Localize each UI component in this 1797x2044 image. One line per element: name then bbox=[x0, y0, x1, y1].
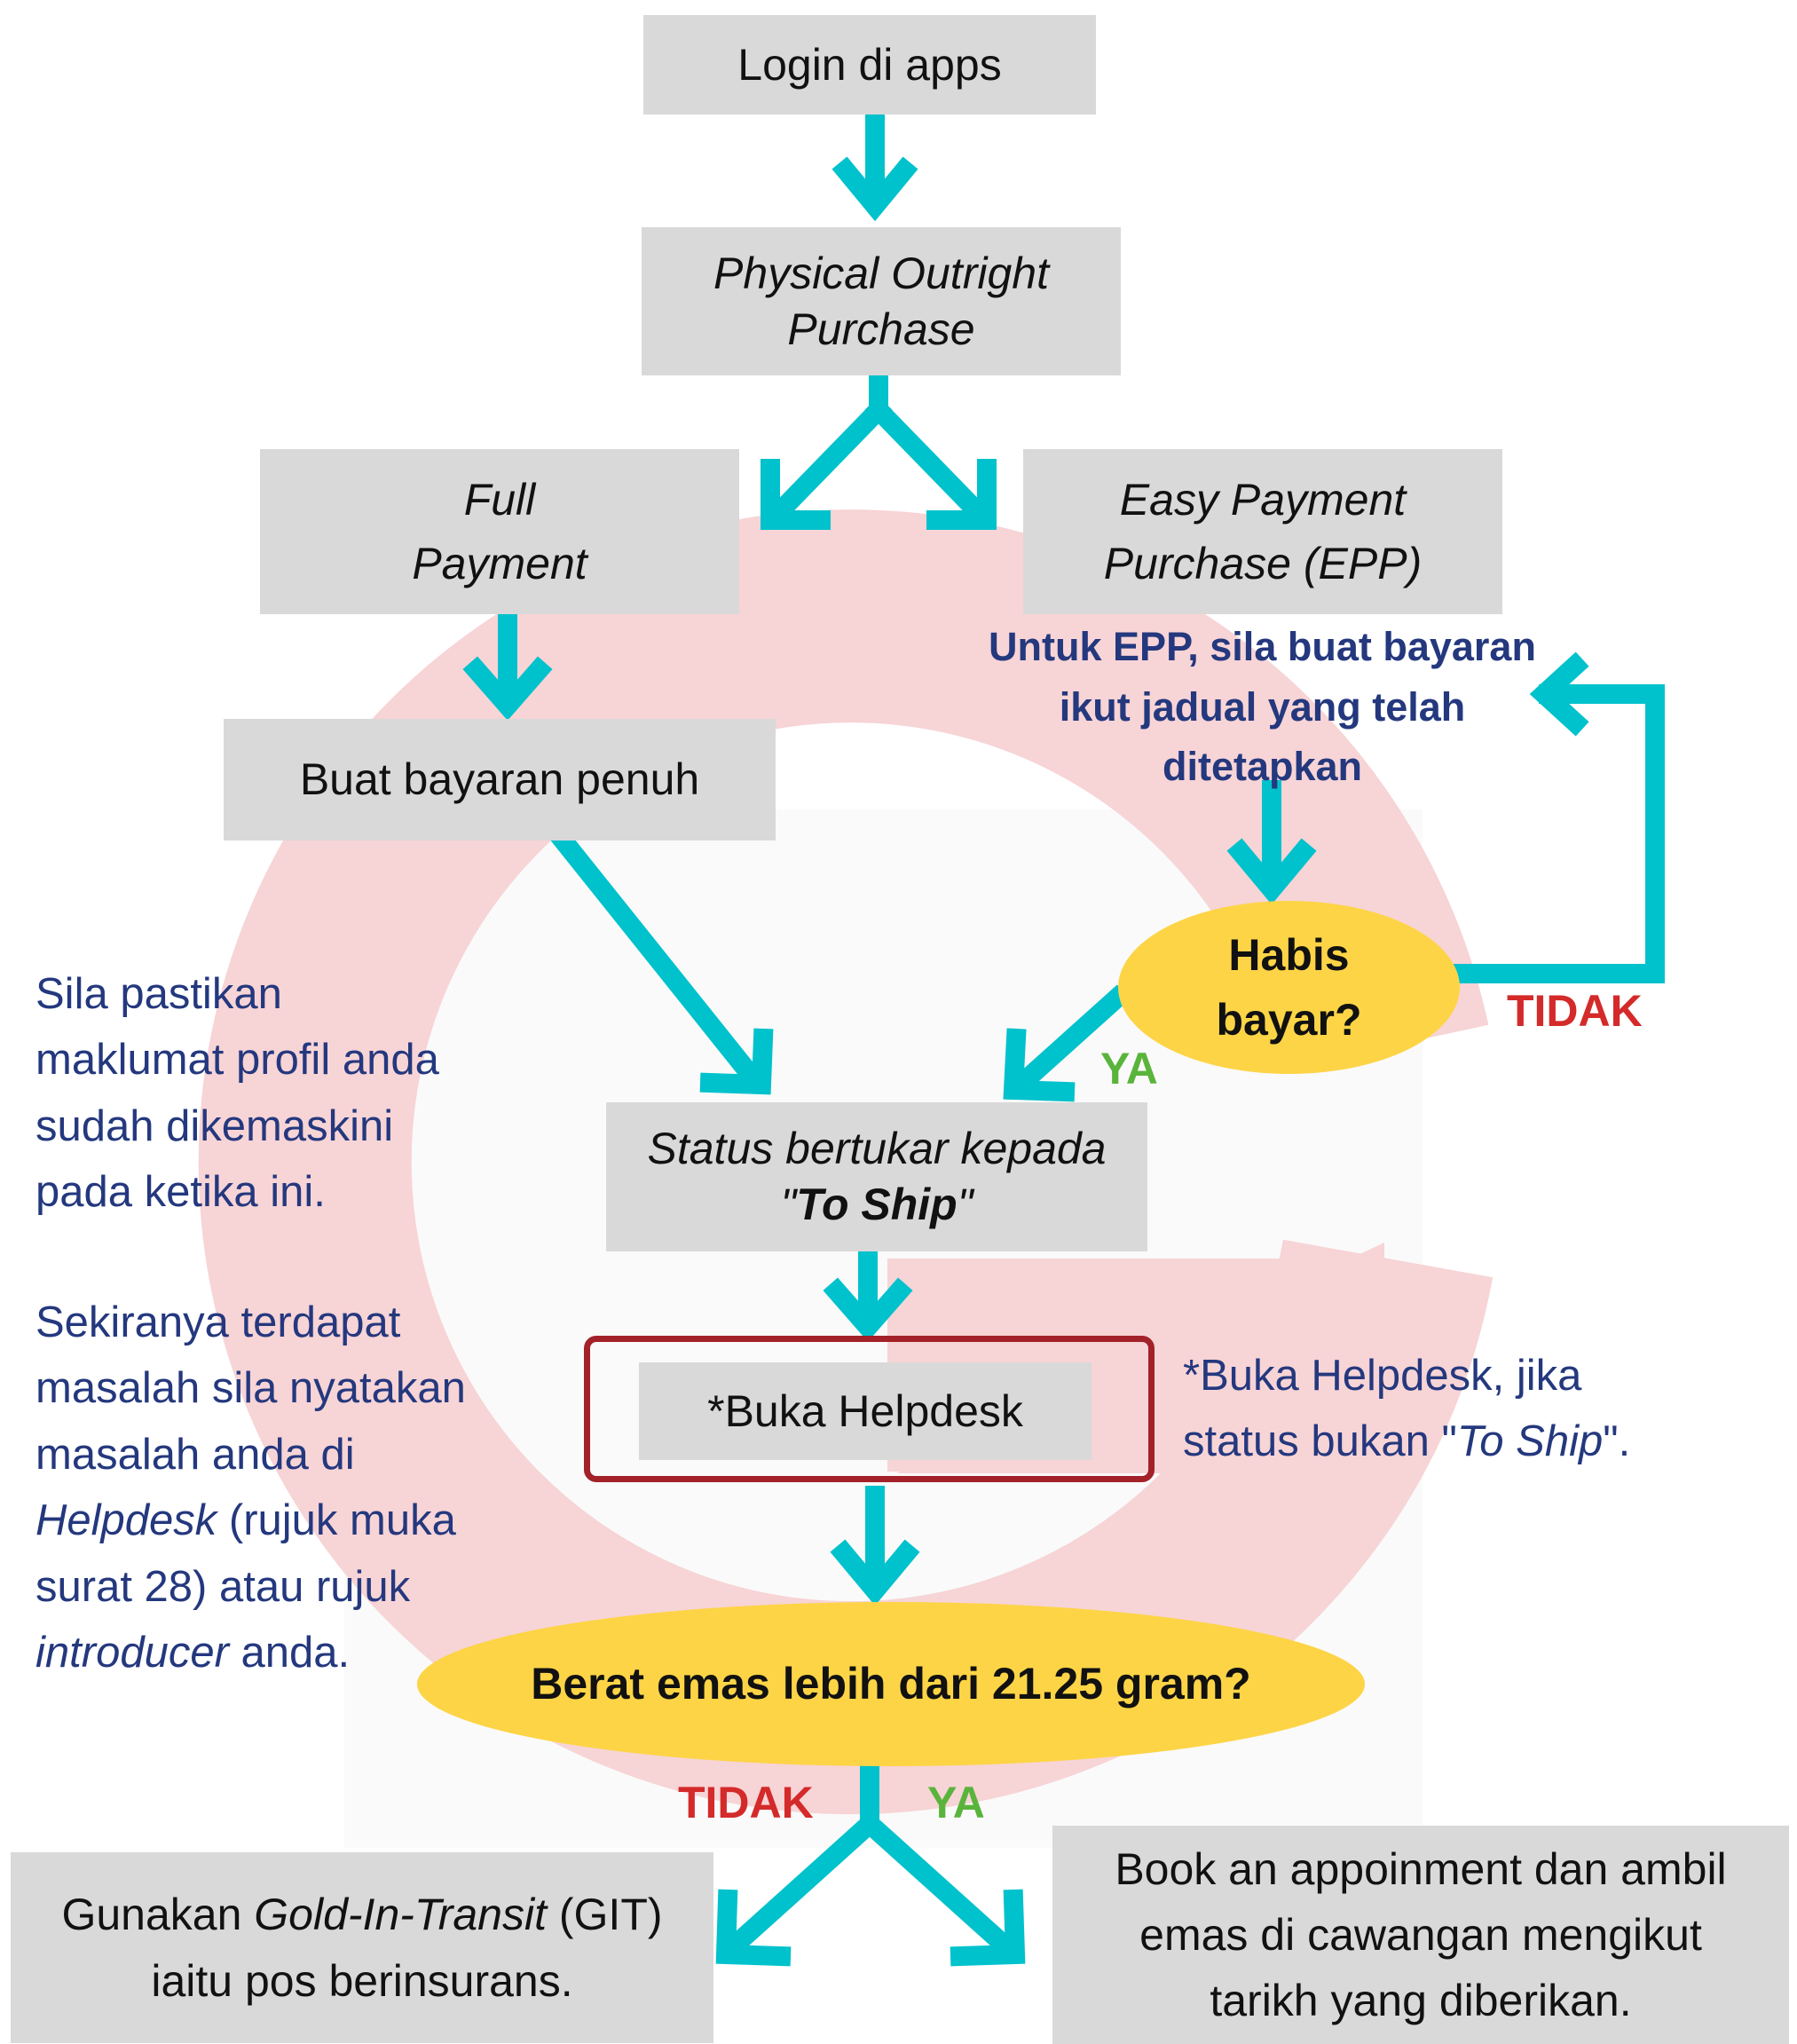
profile-note-line4: pada ketika ini. bbox=[35, 1168, 326, 1217]
git-pre: Gunakan bbox=[61, 1889, 255, 1939]
physical-line1: Physical Outright bbox=[713, 248, 1049, 298]
arrowhead-helpdesk-to-berat bbox=[830, 1539, 920, 1606]
profile-note-line2: maklumat profil anda bbox=[35, 1036, 439, 1085]
epp-line1: Easy Payment bbox=[1119, 474, 1407, 525]
helpdesk-note-line1: *Buka Helpdesk, jika bbox=[1183, 1352, 1582, 1400]
book-box: Book an appoinment dan ambil emas di caw… bbox=[1052, 1826, 1789, 2044]
epp-note-line2: ikut jadual yang telah bbox=[1059, 683, 1466, 730]
problem-note-introducer: introducer bbox=[35, 1629, 229, 1677]
arrowhead-habis-tidak-loop bbox=[1529, 651, 1589, 737]
arrowhead-eppnote-to-habis bbox=[1226, 838, 1317, 905]
problem-note: Sekiranya terdapat masalah sila nyatakan… bbox=[35, 1290, 466, 1686]
arrowhead-physical-to-full bbox=[761, 459, 831, 530]
profile-note: Sila pastikan maklumat profil anda sudah… bbox=[35, 961, 439, 1226]
arrowhead-full-to-buat bbox=[462, 656, 553, 721]
buat-bayaran-box: Buat bayaran penuh bbox=[224, 719, 776, 840]
arrow-physical-to-full bbox=[767, 396, 893, 525]
arrow-physical-to-epp bbox=[864, 396, 990, 525]
buat-bayaran-label: Buat bayaran penuh bbox=[299, 754, 700, 804]
helpdesk-note-emph: To Ship bbox=[1456, 1417, 1604, 1466]
arrowhead-login-to-physical bbox=[832, 156, 918, 222]
full-payment-box: Full Payment bbox=[260, 449, 739, 614]
login-box: Login di apps bbox=[643, 15, 1096, 114]
arrowhead-berat-to-git bbox=[715, 1889, 792, 1967]
status-box: Status bertukar kepada "To Ship" bbox=[606, 1102, 1147, 1251]
physical-purchase-box: Physical Outright Purchase bbox=[642, 227, 1121, 375]
status-quote-close: " bbox=[957, 1180, 973, 1229]
problem-note-line6: anda. bbox=[228, 1629, 351, 1677]
problem-note-line2: masalah sila nyatakan bbox=[35, 1364, 466, 1413]
helpdesk-box: *Buka Helpdesk bbox=[639, 1362, 1092, 1460]
arrowhead-status-to-helpdesk bbox=[823, 1277, 913, 1342]
habis-bayar-line1: Habis bbox=[1228, 930, 1350, 980]
profile-note-line3: sudah dikemaskini bbox=[35, 1101, 394, 1150]
epp-note-line1: Untuk EPP, sila buat bayaran bbox=[989, 624, 1536, 669]
epp-box: Easy Payment Purchase (EPP) bbox=[1023, 449, 1502, 614]
helpdesk-side-note: *Buka Helpdesk, jika status bukan "To Sh… bbox=[1183, 1343, 1630, 1475]
helpdesk-label: *Buka Helpdesk bbox=[707, 1385, 1023, 1436]
problem-note-line4: (rujuk muka bbox=[217, 1496, 456, 1545]
git-box: Gunakan Gold-In-Transit (GIT) iaitu pos … bbox=[11, 1852, 713, 2043]
habis-bayar-decision: Habis bayar? bbox=[1118, 901, 1460, 1074]
helpdesk-note-post: ". bbox=[1603, 1417, 1631, 1466]
arrow-berat-to-git bbox=[722, 1810, 884, 1958]
git-line2: iaitu pos berinsurans. bbox=[151, 1955, 573, 2006]
arrowhead-buat-to-status bbox=[699, 1028, 774, 1095]
arrowhead-physical-to-epp bbox=[926, 459, 997, 530]
problem-note-line5: surat 28) atau rujuk bbox=[35, 1562, 411, 1611]
status-line1: Status bertukar kepada bbox=[647, 1124, 1107, 1173]
epp-line2: Purchase (EPP) bbox=[1103, 539, 1423, 588]
ya-label-weight: YA bbox=[927, 1778, 985, 1827]
arrowhead-habis-ya-to-status bbox=[1003, 1028, 1076, 1102]
ya-label-epp: YA bbox=[1100, 1044, 1158, 1093]
full-payment-line1: Full bbox=[463, 474, 536, 525]
helpdesk-note-pre: status bukan " bbox=[1183, 1417, 1457, 1466]
berat-decision: Berat emas lebih dari 21.25 gram? bbox=[417, 1602, 1365, 1766]
tidak-label-epp: TIDAK bbox=[1507, 986, 1643, 1036]
problem-note-line1: Sekiranya terdapat bbox=[35, 1298, 401, 1346]
problem-note-helpdesk: Helpdesk bbox=[35, 1496, 217, 1545]
git-emph: Gold-In-Transit bbox=[254, 1889, 547, 1939]
epp-instruction-note: Untuk EPP, sila buat bayaran ikut jadual… bbox=[945, 617, 1580, 797]
book-line3: tarikh yang diberikan. bbox=[1210, 1976, 1632, 2025]
arrow-habis-ya-to-status bbox=[1006, 984, 1131, 1099]
book-line2: emas di cawangan mengikut bbox=[1139, 1910, 1702, 1960]
profile-note-line1: Sila pastikan bbox=[35, 970, 282, 1018]
epp-note-line3: ditetapkan bbox=[1162, 744, 1363, 789]
arrowhead-berat-to-book bbox=[950, 1889, 1026, 1967]
login-label: Login di apps bbox=[737, 39, 1002, 90]
status-to-ship: To Ship bbox=[796, 1180, 958, 1229]
book-line1: Book an appoinment dan ambil bbox=[1115, 1844, 1727, 1894]
arrow-berat-to-book bbox=[855, 1810, 1017, 1958]
problem-note-line3: masalah anda di bbox=[35, 1430, 355, 1479]
status-quote-open: " bbox=[780, 1180, 797, 1229]
physical-line2: Purchase bbox=[787, 304, 975, 354]
tidak-label-weight: TIDAK bbox=[678, 1778, 814, 1827]
arrow-habis-tidak-loop bbox=[1450, 684, 1665, 983]
berat-label: Berat emas lebih dari 21.25 gram? bbox=[531, 1659, 1251, 1709]
helpdesk-highlight-frame bbox=[584, 1336, 1155, 1482]
arrow-buat-to-status bbox=[548, 825, 764, 1088]
git-post: (GIT) bbox=[547, 1889, 663, 1939]
habis-bayar-line2: bayar? bbox=[1216, 994, 1362, 1045]
full-payment-line2: Payment bbox=[412, 539, 587, 588]
